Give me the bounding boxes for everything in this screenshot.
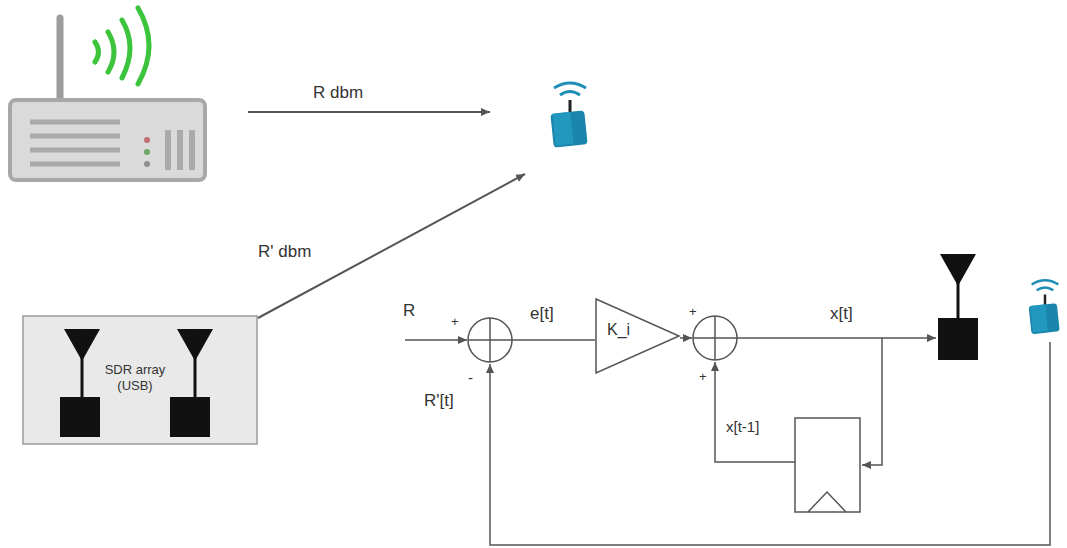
gain-block: K_i	[595, 298, 681, 374]
sign-label: -	[468, 370, 473, 387]
sign-label: +	[451, 315, 459, 329]
receiver-device	[1029, 280, 1060, 334]
device-label: SDR array (USB)	[102, 362, 168, 395]
signal-label: R	[403, 302, 415, 321]
gain-label: K_i	[607, 321, 630, 339]
signal-label: R' dbm	[258, 243, 311, 262]
sdr-array-box: SDR array (USB)	[22, 315, 258, 445]
receiver-device	[550, 83, 587, 148]
signal-label: x[t-1]	[726, 419, 759, 436]
signal-label: R dbm	[313, 84, 363, 103]
sign-label: +	[699, 370, 707, 384]
signal-arrow	[258, 174, 525, 318]
router-illustration	[10, 8, 205, 180]
antenna-symbol	[938, 254, 978, 360]
signal-label: e[t]	[530, 305, 554, 324]
signal-label: R'[t]	[424, 392, 454, 411]
signal-label: x[t]	[830, 305, 853, 324]
signal-arrow	[248, 111, 490, 113]
sign-label: +	[689, 305, 697, 319]
control-loop	[405, 316, 1050, 545]
